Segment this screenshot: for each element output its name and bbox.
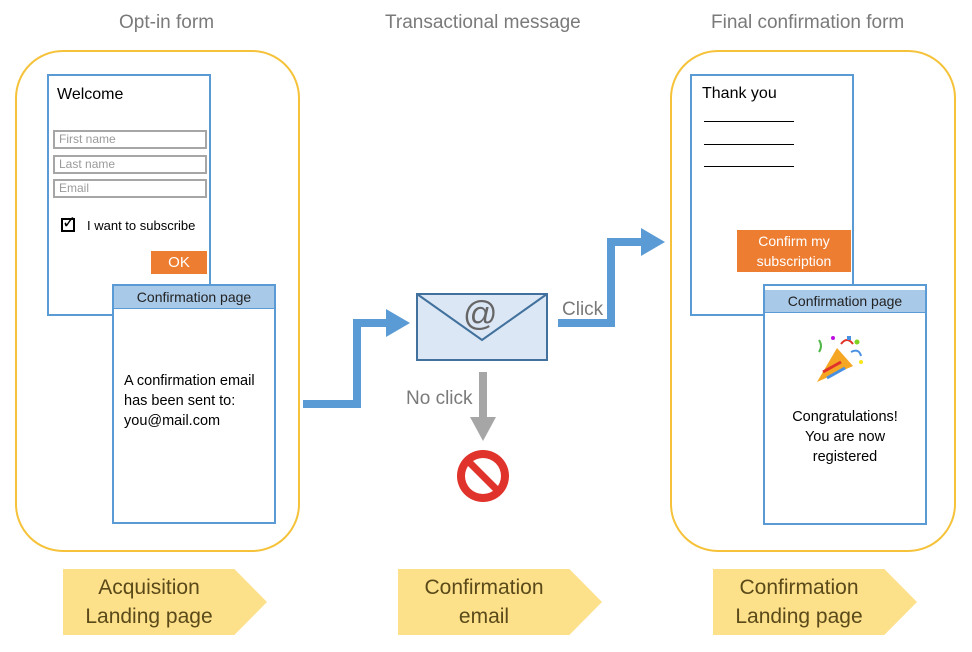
confirmation-page-header-2: Confirmation page (765, 290, 925, 313)
acquisition-badge-line-1: Acquisition (98, 576, 200, 599)
text-line-2 (704, 144, 794, 145)
checkmark-icon: ✓ (62, 213, 77, 232)
first-name-field[interactable]: First name (53, 130, 207, 149)
email-badge-line-2: email (458, 605, 510, 628)
transactional-column-title: Transactional message (385, 12, 581, 33)
confirmation-page-header-1: Confirmation page (114, 286, 274, 309)
no-entry-icon (457, 450, 509, 502)
text-line-3 (704, 166, 794, 167)
email-field[interactable]: Email (53, 179, 207, 198)
acquisition-badge-line-2: Landing page (85, 605, 213, 628)
final-form-card: Thank you Confirm my subscription (690, 74, 854, 316)
text-line-1 (704, 121, 794, 122)
subscribe-label: I want to subscribe (87, 218, 196, 233)
confirmation-line-1: A confirmation email (124, 373, 255, 389)
confirm-button-line-1: Confirm my (758, 233, 830, 249)
confirmation-email-badge: Confirmation email (398, 569, 602, 635)
confirmation-page-card-1: Confirmation page A confirmation email h… (112, 284, 276, 524)
congrats-line-3: registered (812, 449, 878, 465)
landing-badge-line-2: Landing page (735, 605, 863, 628)
thank-you-heading: Thank you (702, 85, 777, 102)
confirmation-text-1: A confirmation email has been sent to: y… (124, 371, 255, 431)
confirm-button-line-2: subscription (756, 253, 832, 269)
confirmation-line-3: you@mail.com (124, 413, 221, 429)
last-name-field[interactable]: Last name (53, 155, 207, 174)
party-popper-icon (817, 336, 863, 382)
confirmation-page-card-2: Confirmation page Congratulations! You a… (763, 284, 927, 525)
subscribe-checkbox[interactable]: ✓ (61, 213, 76, 232)
confirmation-line-2: has been sent to: (124, 393, 236, 409)
email-badge-line-1: Confirmation (424, 576, 544, 599)
ok-button[interactable]: OK (151, 251, 207, 274)
no-click-label: No click (406, 388, 473, 409)
confirm-subscription-button[interactable]: Confirm my subscription (737, 230, 851, 272)
arrow-to-email (303, 309, 410, 408)
optin-heading: Welcome (57, 86, 124, 103)
at-symbol: @ (463, 295, 498, 333)
landing-badge-line-1: Confirmation (739, 576, 859, 599)
congrats-line-2: You are now (804, 429, 886, 445)
congrats-text: Congratulations! You are now registered (765, 407, 925, 467)
click-label: Click (562, 299, 604, 320)
optin-column-title: Opt-in form (119, 12, 215, 33)
acquisition-landing-badge: Acquisition Landing page (63, 569, 267, 635)
confirmation-landing-badge: Confirmation Landing page (713, 569, 917, 635)
arrow-click (558, 228, 665, 327)
arrow-no-click (470, 372, 496, 441)
final-column-title: Final confirmation form (711, 12, 905, 33)
congrats-line-1: Congratulations! (792, 409, 898, 425)
envelope-icon (416, 293, 548, 361)
